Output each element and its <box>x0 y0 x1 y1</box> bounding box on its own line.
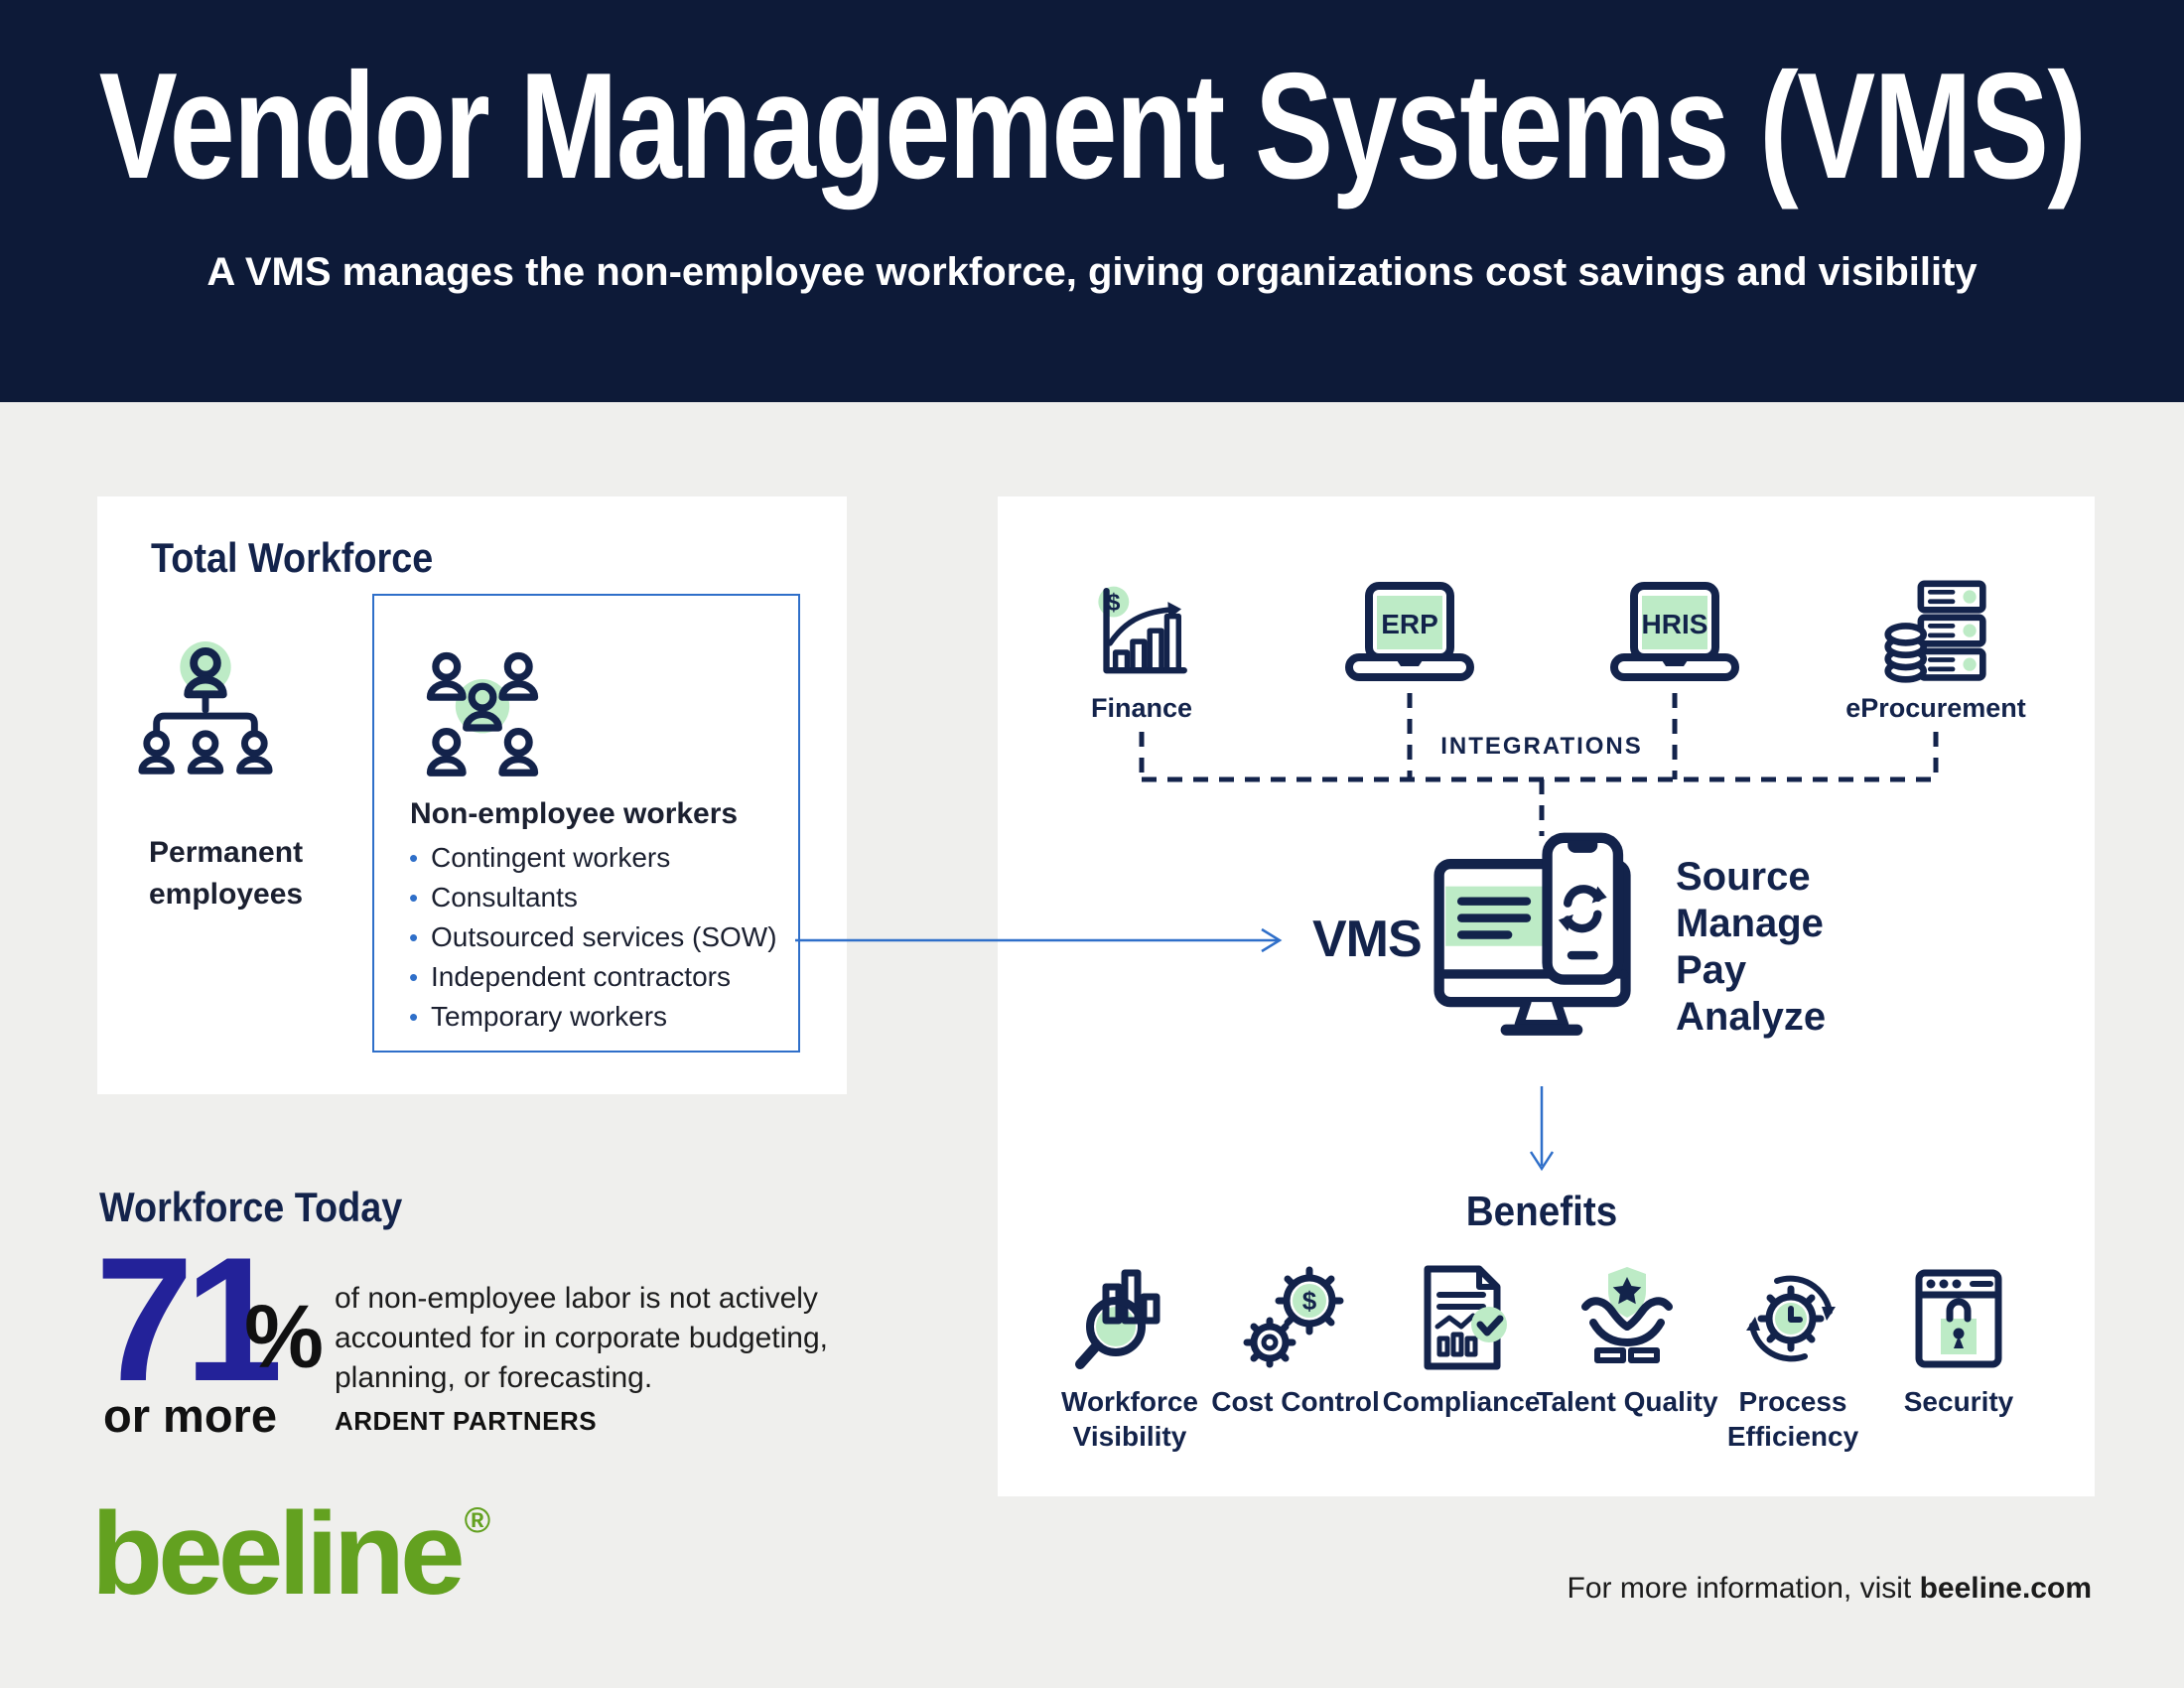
stat-percent: % <box>244 1288 325 1387</box>
erp-laptop-icon: ERP <box>1345 582 1474 681</box>
list-item: Temporary workers <box>407 997 804 1037</box>
list-item: Outsourced services (SOW) <box>407 917 804 957</box>
list-item: Contingent workers <box>407 838 804 878</box>
vms-function: Pay <box>1676 948 1747 992</box>
integration-connectors <box>1139 693 1939 836</box>
benefit-label: Compliance <box>1382 1386 1541 1417</box>
footer-note: For more information, visit beeline.com <box>1568 1572 2093 1606</box>
integrations-label: INTEGRATIONS <box>1440 733 1643 760</box>
org-chart-icon <box>138 641 273 774</box>
vms-function: Analyze <box>1676 995 1827 1039</box>
page-subtitle: A VMS manages the non-employee workforce… <box>206 250 1978 294</box>
benefit-label: Talent Quality <box>1536 1386 1718 1417</box>
benefits-heading: Benefits <box>1465 1188 1618 1234</box>
page-title: Vendor Management Systems (VMS) <box>98 42 2087 211</box>
beeline-logo: beeline® <box>91 1495 490 1613</box>
footer-note-url: beeline.com <box>1919 1572 2092 1605</box>
stat-source: ARDENT PARTNERS <box>335 1406 598 1436</box>
benefit-label: Cost Control <box>1211 1386 1380 1417</box>
svg-text:$: $ <box>1302 1286 1317 1316</box>
non-employee-title: Non-employee workers <box>410 797 739 830</box>
vms-monitor-phone-icon <box>1433 832 1631 1036</box>
arrow-down-icon <box>1529 1086 1555 1172</box>
benefit-cost-control: $ Cost Control <box>1201 1263 1390 1419</box>
hands-star-icon <box>1581 1267 1673 1363</box>
benefit-talent-quality: Talent Quality <box>1533 1263 1721 1419</box>
people-group-icon <box>426 651 539 776</box>
non-employee-list: Contingent workers Consultants Outsource… <box>407 838 804 1037</box>
stat-description: of non-employee labor is not actively ac… <box>335 1282 829 1394</box>
erp-screen-label: ERP <box>1381 609 1438 639</box>
workforce-today-heading: Workforce Today <box>99 1184 403 1230</box>
header-banner: Vendor Management Systems (VMS) A VMS ma… <box>0 0 2184 402</box>
total-workforce-heading: Total Workforce <box>151 534 434 581</box>
eprocurement-label: eProcurement <box>1845 693 2026 723</box>
finance-label: Finance <box>1090 693 1193 723</box>
benefit-label: Process Efficiency <box>1726 1386 1859 1452</box>
permanent-employees-label: Permanent employees <box>149 836 304 911</box>
finance-chart-icon: $ <box>1098 586 1187 674</box>
list-item: Consultants <box>407 878 804 917</box>
vms-label: VMS <box>1312 911 1423 968</box>
svg-text:$: $ <box>1107 590 1120 616</box>
vms-function: Manage <box>1676 902 1824 945</box>
benefit-workforce-visibility: Workforce Visibility <box>1035 1263 1224 1454</box>
hris-screen-label: HRIS <box>1642 609 1708 639</box>
stat-qualifier: or more <box>103 1389 277 1442</box>
gear-clock-icon <box>1746 1275 1836 1362</box>
vms-function: Source <box>1676 855 1811 899</box>
footer-note-text: For more information, visit <box>1567 1572 1920 1605</box>
vms-functions: Source Manage Pay Analyze <box>1676 854 1826 1041</box>
document-check-icon <box>1424 1265 1507 1370</box>
logo-text: beeline <box>91 1488 466 1619</box>
eprocurement-servers-icon <box>1884 580 1986 683</box>
gears-dollar-icon: $ <box>1243 1266 1344 1368</box>
hris-laptop-icon: HRIS <box>1610 582 1739 681</box>
benefit-security: Security <box>1864 1263 2053 1419</box>
magnifier-bars-icon <box>1075 1269 1160 1369</box>
stat-value: 71 <box>95 1220 283 1418</box>
browser-lock-icon <box>1915 1269 2002 1368</box>
arrow-right-icon <box>795 927 1283 953</box>
benefit-process-efficiency: Process Efficiency <box>1699 1263 1887 1454</box>
benefit-label: Workforce Visibility <box>1061 1386 1198 1452</box>
benefit-label: Security <box>1903 1386 2014 1417</box>
benefit-compliance: Compliance <box>1367 1263 1556 1419</box>
list-item: Independent contractors <box>407 957 804 997</box>
registered-mark-icon: ® <box>464 1499 491 1540</box>
